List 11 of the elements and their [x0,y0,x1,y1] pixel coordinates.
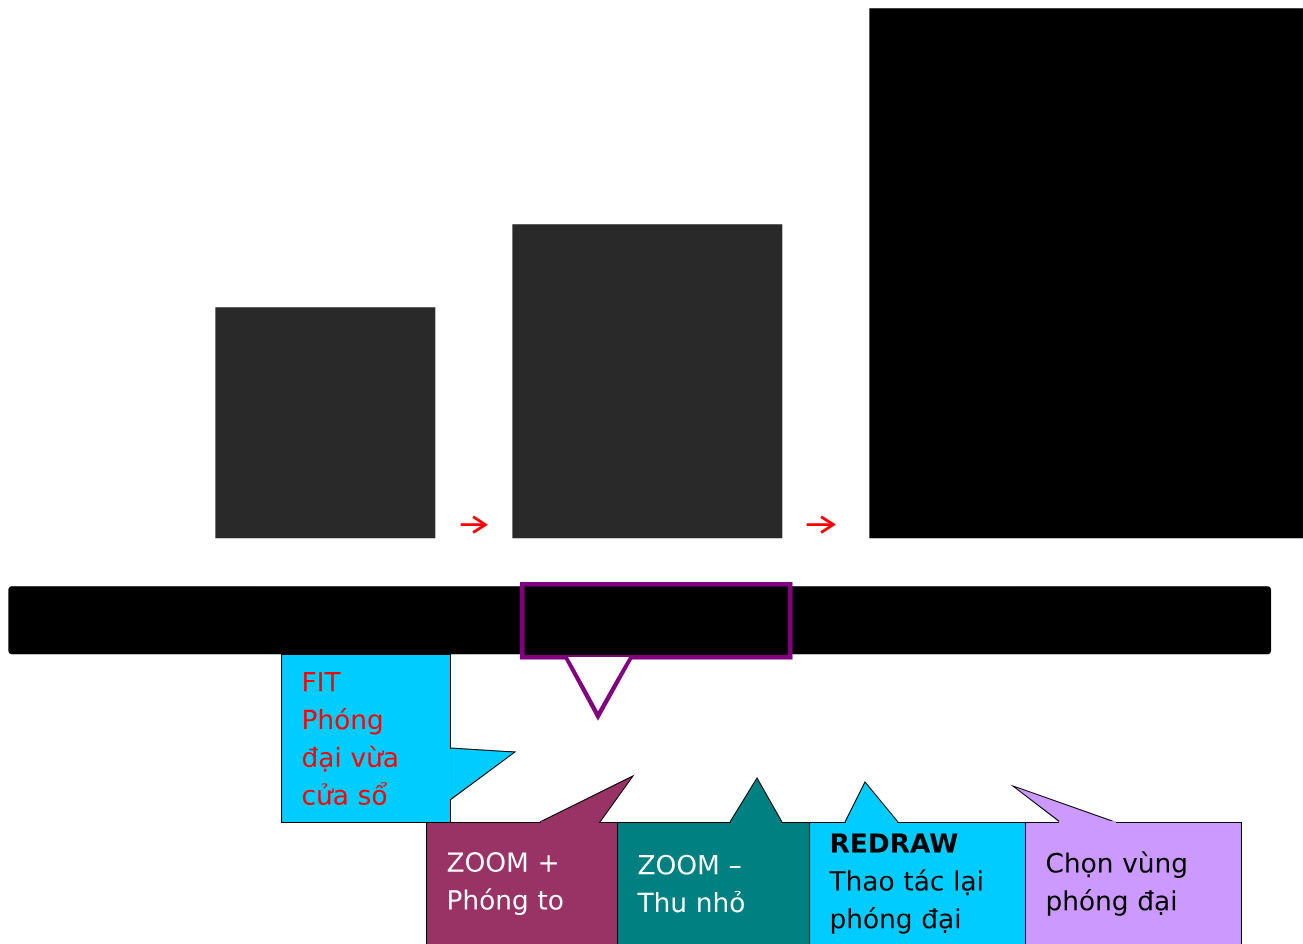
arrow [460,515,488,534]
dark-block [215,307,436,539]
callout-box: ZOOM – Thu nhỏ [617,776,810,944]
callout-box: Chọn vùng phóng đại [1010,784,1242,944]
dark-block [869,8,1303,539]
callout-box: ZOOM + Phóng to [426,774,635,944]
dark-block [512,224,783,539]
callout-box: FIT Phóng đại vừa cửa sổ [281,654,517,823]
highlight-callout [520,582,793,721]
arrow [806,515,836,534]
callout-box: REDRAW Thao tác lại phóng đại [809,781,1026,944]
